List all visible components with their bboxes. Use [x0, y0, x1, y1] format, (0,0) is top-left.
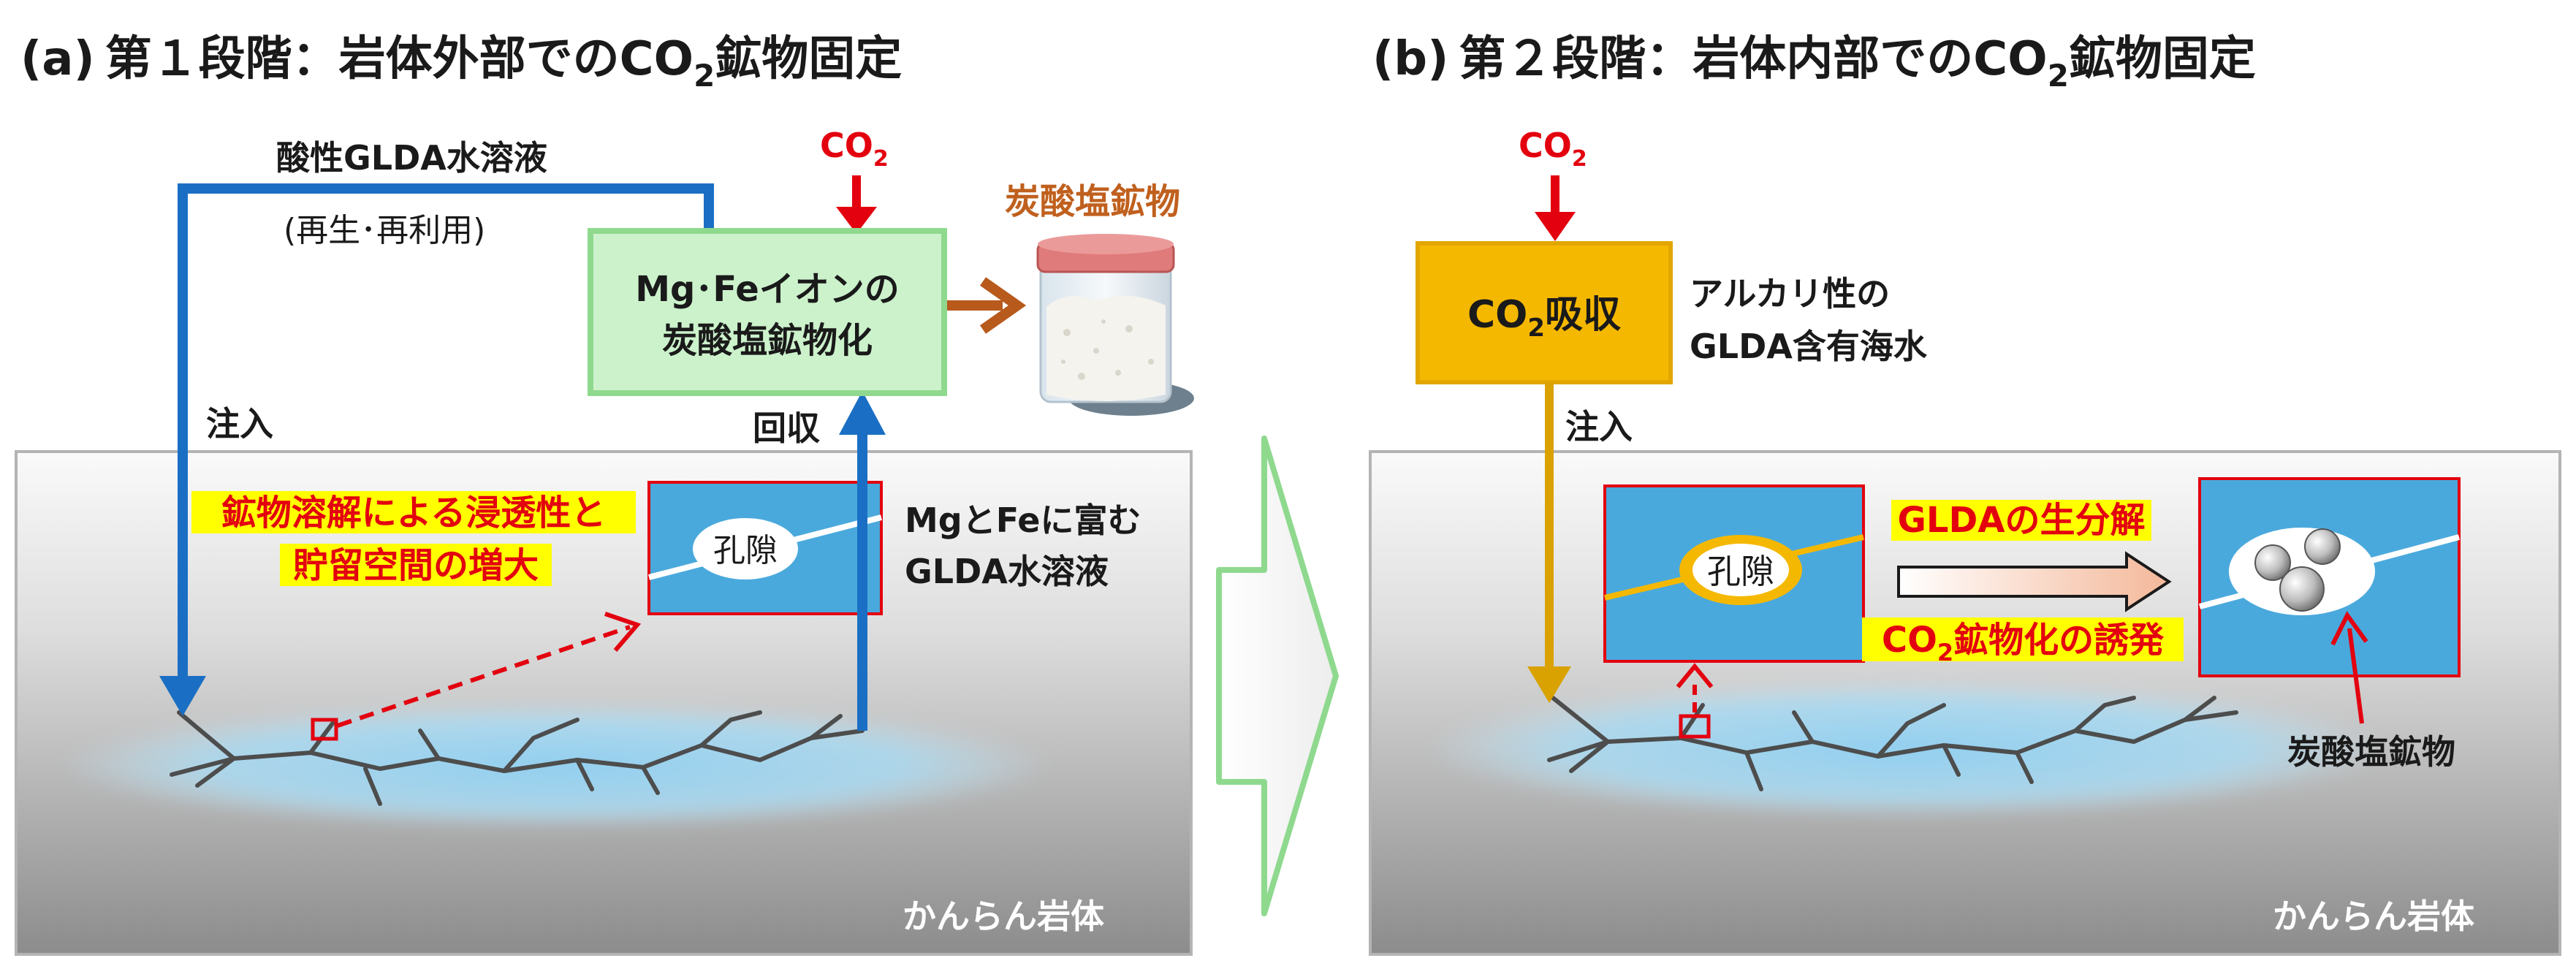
- zoom-arrow-a: [337, 612, 642, 728]
- panel-b-title-main: 第２段階：岩体内部でのCO: [1459, 32, 2047, 86]
- highlight-line2-a: 貯留空間の増大: [293, 545, 539, 586]
- reuse-label: (再生･再利用): [284, 212, 485, 249]
- panel-b-title-sub: 2: [2048, 58, 2069, 94]
- process-arrow-b: [1897, 551, 2172, 612]
- highlight-bg-line1: [191, 491, 636, 533]
- injection-path-b: [1527, 382, 1571, 703]
- induce-sub: 2: [1937, 639, 1953, 666]
- rich-glda-line2: GLDA水溶液: [905, 552, 1109, 591]
- absorb-rest: 吸収: [1545, 293, 1621, 337]
- panel-b-title: (b)第２段階：岩体内部でのCO2鉱物固定: [1372, 32, 2256, 94]
- rich-glda-line1: MgとFeに富む: [905, 501, 1141, 540]
- panel-b-title-rest: 鉱物固定: [2069, 32, 2256, 86]
- induce-main: CO: [1882, 620, 1937, 661]
- co2-label-a: CO2: [820, 126, 889, 172]
- recovery-path: [839, 391, 886, 731]
- panel-a-title-sub: 2: [694, 58, 715, 94]
- sample-marker-b: [1679, 714, 1711, 739]
- induce-label: CO2鉱物化の誘発: [1882, 620, 2165, 666]
- inject-label-b: 注入: [1565, 407, 1633, 446]
- pore-label-b: 孔隙: [1707, 552, 1774, 591]
- pore-bubble-b: [1692, 544, 1789, 596]
- panel-b-label: (b): [1372, 32, 1448, 86]
- panel-a-title: (a)第１段階：岩体外部でのCO2鉱物固定: [20, 32, 902, 94]
- panel-a: (a)第１段階：岩体外部でのCO2鉱物固定: [15, 32, 1194, 956]
- product-arrow: [947, 277, 1027, 334]
- carbonate-pore-box: [2198, 477, 2461, 724]
- induce-rest: 鉱物化の誘発: [1953, 620, 2165, 661]
- mineralization-line1: Mg･Feイオンの: [635, 269, 900, 310]
- mineralization-line2: 炭酸塩鉱物化: [662, 320, 873, 361]
- pore-bubble-a: [693, 518, 798, 579]
- stage-transition-arrow: [1216, 436, 1339, 916]
- alkali-line2: GLDA含有海水: [1690, 327, 1928, 366]
- fracture-network-a: [170, 710, 865, 806]
- induce-highlight: [1862, 617, 2184, 661]
- inject-label-a: 注入: [206, 404, 273, 444]
- pore-box-b: 孔隙: [1603, 484, 1865, 663]
- carbonate-particles-icon: [2254, 528, 2341, 612]
- carbonate-pointer: [2330, 611, 2368, 724]
- sample-marker-a: [311, 718, 338, 741]
- recover-label: 回収: [753, 408, 820, 448]
- panel-a-label: (a): [20, 32, 95, 86]
- pore-label-a: 孔隙: [713, 532, 778, 569]
- panel-a-title-rest: 鉱物固定: [715, 32, 902, 86]
- highlight-bg-line2: [280, 544, 552, 586]
- co2-sub-b: 2: [1572, 146, 1587, 172]
- absorb-label: CO2吸収: [1467, 293, 1621, 343]
- absorb-main: CO: [1467, 293, 1527, 337]
- carbonate-label-a: 炭酸塩鉱物: [1005, 181, 1180, 222]
- acid-injection-path: [159, 183, 714, 716]
- pore-box-a: 孔隙: [647, 481, 883, 615]
- fracture-network-b: [1547, 696, 2238, 791]
- absorb-sub: 2: [1527, 313, 1545, 343]
- highlight-line1-a: 鉱物溶解による浸透性と: [221, 493, 607, 533]
- rock-label-b: かんらん岩体: [2273, 897, 2474, 936]
- panel-b: (b)第２段階：岩体内部でのCO2鉱物固定: [1369, 32, 2561, 956]
- carbonate-label-b: 炭酸塩鉱物: [2287, 732, 2455, 772]
- mineralization-box: Mg･Feイオンの 炭酸塩鉱物化: [588, 228, 947, 396]
- co2-main-a: CO: [820, 126, 873, 165]
- alkali-line1: アルカリ性の: [1690, 274, 1890, 313]
- co2-sub-a: 2: [873, 146, 889, 172]
- fluid-zone-b: [1425, 680, 2390, 818]
- co2-arrow-b: [1535, 175, 1576, 241]
- acid-glda-label: 酸性GLDA水溶液: [276, 138, 547, 178]
- co2-arrow-a: [836, 175, 877, 234]
- co2-main-b: CO: [1519, 126, 1572, 165]
- co2-absorb-box: CO2吸収: [1416, 241, 1673, 384]
- biodeg-highlight: [1891, 500, 2151, 541]
- zoom-arrow-b: [1676, 663, 1714, 712]
- rock-label-a: かんらん岩体: [903, 897, 1104, 936]
- mineral-jar-icon: [1036, 234, 1194, 416]
- biodeg-label: GLDAの生分解: [1898, 500, 2146, 541]
- co2-label-b: CO2: [1519, 126, 1587, 172]
- panel-a-title-main: 第１段階：岩体外部でのCO: [105, 32, 694, 86]
